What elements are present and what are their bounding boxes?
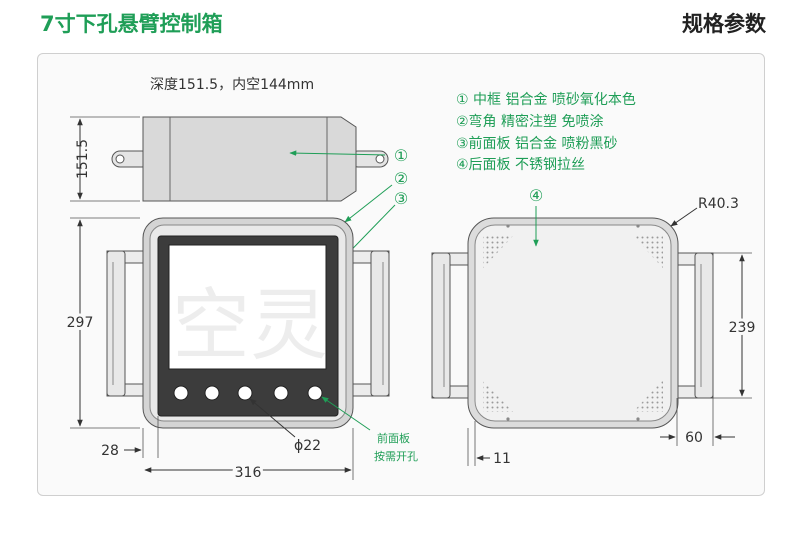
- front-view: 空灵: [106, 217, 390, 429]
- legend-item-2: ②弯角 精密注塑 免喷涂: [456, 113, 603, 130]
- depth-caption: 深度151.5，内空144mm: [150, 77, 314, 93]
- front-panel-note: 前面板: [377, 431, 410, 445]
- back-height-dimension: 239: [729, 320, 756, 336]
- material-legend: ① 中框 铝合金 喷砂氧化本色 ②弯角 精密注塑 免喷涂 ③前面板 铝合金 喷粉…: [456, 91, 636, 173]
- back-edge-dimension: 11: [493, 451, 511, 467]
- button-hole: [204, 385, 220, 401]
- legend-item-4: ④后面板 不锈钢拉丝: [456, 157, 585, 173]
- callout-1: ①: [394, 146, 408, 165]
- button-hole: [273, 385, 289, 401]
- left-handle: [106, 250, 144, 397]
- front-height-dimension: 297: [67, 315, 94, 331]
- back-view: [431, 217, 714, 429]
- button-diameter-dimension: ϕ22: [294, 438, 321, 454]
- page-title: 7寸下孔悬臂控制箱: [40, 12, 223, 36]
- button-hole: [173, 385, 189, 401]
- front-width-dimension: 316: [235, 465, 262, 481]
- depth-dimension: 151.5: [75, 139, 91, 179]
- display-screen: [168, 244, 327, 370]
- left-handle: [431, 252, 469, 399]
- watermark: 空灵: [172, 281, 328, 371]
- right-handle: [352, 250, 390, 397]
- button-hole: [307, 385, 323, 401]
- top-view-box: [111, 116, 389, 202]
- corner-radius-dimension: R40.3: [698, 196, 739, 212]
- front-panel-note-2: 按需开孔: [374, 449, 418, 463]
- front-edge-dimension: 28: [101, 443, 119, 459]
- button-hole: [237, 385, 253, 401]
- legend-item-1: ① 中框 铝合金 喷砂氧化本色: [456, 91, 636, 108]
- legend-item-3: ③前面板 铝合金 喷粉黑砂: [456, 135, 617, 152]
- callout-3: ③: [394, 189, 408, 208]
- spec-title: 规格参数: [682, 12, 766, 36]
- callout-4: ④: [529, 186, 543, 205]
- handle-width-dimension: 60: [685, 430, 703, 446]
- right-handle: [676, 252, 714, 399]
- callout-2: ②: [394, 169, 408, 188]
